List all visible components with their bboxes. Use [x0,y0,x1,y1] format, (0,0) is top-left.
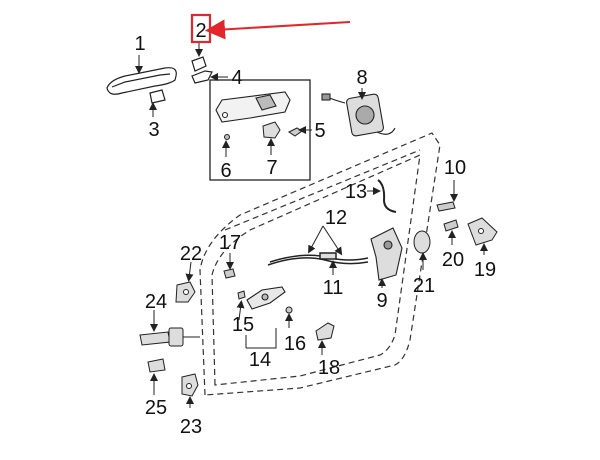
clip [223,268,236,279]
callout-20: 20 [442,249,464,271]
handle-pad [191,70,213,84]
frame-screw [224,134,230,140]
inside-handle [246,286,286,310]
leader-lines [135,42,488,408]
callout-19: 19 [474,259,496,281]
release-cable [267,252,369,266]
check-clip [147,358,166,373]
callout-3: 3 [148,119,159,141]
handle-bezel [237,290,246,300]
door-check [139,327,200,347]
handle-screw [285,306,293,314]
striker-bolt [443,219,459,232]
plug [413,230,431,254]
callout-14: 14 [249,349,271,371]
callout-8: 8 [356,67,367,89]
callout-labels: 1 2 3 4 5 6 7 8 9 10 11 12 13 14 15 16 1… [134,20,496,438]
callout-7: 7 [266,157,277,179]
door-latch [370,227,403,281]
callout-17: 17 [219,232,241,254]
upper-hinge [175,281,196,303]
callout-9: 9 [376,290,387,312]
handle-frame [215,91,291,123]
callout-23: 23 [180,416,202,438]
callout-21: 21 [413,275,435,297]
callout-16: 16 [284,333,306,355]
callout-2: 2 [195,20,206,42]
callout-22: 22 [180,243,202,265]
callout-18: 18 [318,357,340,379]
callout-25: 25 [145,397,167,419]
frame-bracket [262,121,281,139]
striker [467,217,498,246]
callout-5: 5 [314,120,325,142]
bolt [288,127,303,137]
lock-rod [377,179,397,213]
lock-actuator [321,93,396,137]
callout-24: 24 [145,291,167,313]
lower-hinge [181,373,199,397]
switch-bezel [315,322,335,341]
callout-13: 13 [345,181,367,203]
handle-cover [149,89,166,104]
callout-4: 4 [231,67,242,89]
highlight-arrow [205,19,351,40]
door-frame-outline [199,132,441,396]
callout-10: 10 [444,157,466,179]
callout-15: 15 [232,314,254,336]
outside-door-handle [106,67,177,95]
callout-6: 6 [220,160,231,182]
callout-12: 12 [325,207,347,229]
hinge-bolt [436,201,456,212]
handle-gasket [191,56,207,72]
callout-1: 1 [134,33,145,55]
callout-11: 11 [323,277,344,299]
